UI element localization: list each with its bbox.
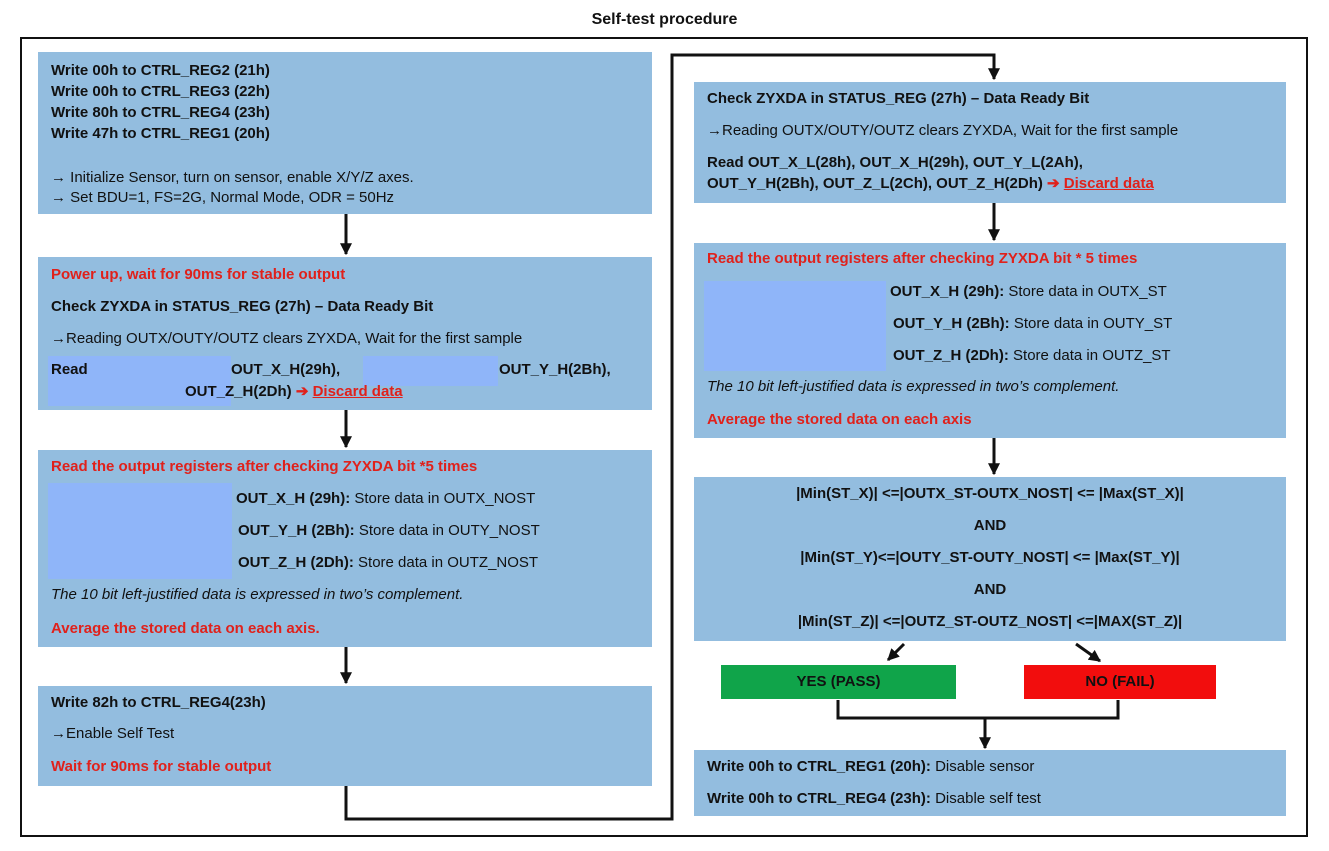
check-zyxda-st: Check ZYXDA in STATUS_REG (27h) – Data R… bbox=[707, 90, 1090, 107]
average-note-st: Average the stored data on each axis bbox=[707, 411, 972, 428]
enable-selftest-note: →Enable Self Test bbox=[51, 725, 175, 742]
st-y-row: OUT_Y_H (2Bh): Store data in OUTY_ST bbox=[893, 315, 1173, 332]
twos-complement-note-st: The 10 bit left-justified data is expres… bbox=[707, 378, 1120, 395]
zyxda-note: →Reading OUTX/OUTY/OUTZ clears ZYXDA, Wa… bbox=[51, 330, 523, 347]
average-note: Average the stored data on each axis. bbox=[51, 620, 320, 637]
st-x-row: OUT_X_H (29h): Store data in OUTX_ST bbox=[890, 283, 1167, 300]
pass-badge: YES (PASS) bbox=[721, 665, 956, 699]
nost-heading: Read the output registers after checking… bbox=[51, 458, 478, 475]
read-out-y-h: OUT_Y_H(2Bh), bbox=[499, 361, 611, 378]
step-disable-box bbox=[694, 750, 1286, 816]
arrow-step4-step5 bbox=[344, 53, 1000, 821]
zyxda-note-st: →Reading OUTX/OUTY/OUTZ clears ZYXDA, Wa… bbox=[707, 122, 1179, 139]
write-82h: Write 82h to CTRL_REG4(23h) bbox=[51, 694, 266, 711]
read-out-z-h: OUT_Z_H(2Dh) bbox=[185, 383, 292, 400]
check-zyxda: Check ZYXDA in STATUS_REG (27h) – Data R… bbox=[51, 298, 434, 315]
read-line-2: OUT_Z_H(2Dh) ➔ Discard data bbox=[185, 383, 403, 401]
and-label: AND bbox=[973, 581, 1007, 598]
step-compare-box bbox=[694, 477, 1286, 641]
wait-90ms: Wait for 90ms for stable output bbox=[51, 758, 272, 775]
condition-x: |Min(ST_X)| <=|OUTX_ST-OUTX_NOST| <= |Ma… bbox=[796, 485, 1184, 502]
step-initialize-box bbox=[38, 52, 652, 214]
merge-line bbox=[836, 700, 1120, 720]
arrow-step7-fail bbox=[1075, 642, 1101, 663]
arrow-step7-pass bbox=[886, 642, 906, 662]
condition-z: |Min(ST_Z)| <=|OUTZ_ST-OUTZ_NOST| <=|MAX… bbox=[797, 613, 1183, 630]
and-label: AND bbox=[973, 517, 1007, 534]
st-z-row: OUT_Z_H (2Dh): Store data in OUTZ_ST bbox=[893, 347, 1171, 364]
init-note: → Initialize Sensor, turn on sensor, ena… bbox=[51, 169, 414, 186]
highlight-block bbox=[363, 356, 498, 386]
powerup-heading: Power up, wait for 90ms for stable outpu… bbox=[51, 266, 346, 283]
disable-selftest-row: Write 00h to CTRL_REG4 (23h): Disable se… bbox=[707, 790, 1041, 807]
nost-z-row: OUT_Z_H (2Dh): Store data in OUTZ_NOST bbox=[238, 554, 539, 571]
twos-complement-note: The 10 bit left-justified data is expres… bbox=[51, 586, 464, 603]
discard-data-label: Discard data bbox=[1063, 175, 1154, 192]
condition-y: |Min(ST_Y)<=|OUTY_ST-OUTY_NOST| <= |Max(… bbox=[800, 549, 1180, 566]
highlight-block bbox=[48, 483, 232, 579]
nost-y-row: OUT_Y_H (2Bh): Store data in OUTY_NOST bbox=[238, 522, 540, 539]
arrow-right-icon: ➔ bbox=[1047, 175, 1060, 192]
page-title: Self-test procedure bbox=[591, 11, 738, 28]
write-ctrl-reg3: Write 00h to CTRL_REG3 (22h) bbox=[51, 83, 270, 100]
disable-sensor-row: Write 00h to CTRL_REG1 (20h): Disable se… bbox=[707, 758, 1035, 775]
settings-note: → Set BDU=1, FS=2G, Normal Mode, ODR = 5… bbox=[51, 189, 395, 206]
highlight-block bbox=[704, 281, 886, 371]
write-ctrl-reg1: Write 47h to CTRL_REG1 (20h) bbox=[51, 125, 270, 142]
discard-data-label: Discard data bbox=[312, 383, 403, 400]
read-out-x-h: OUT_X_H(29h), bbox=[231, 361, 341, 378]
diagram-frame bbox=[20, 37, 1308, 837]
nost-x-row: OUT_X_H (29h): Store data in OUTX_NOST bbox=[236, 490, 536, 507]
highlight-block bbox=[48, 356, 231, 406]
st-heading: Read the output registers after checking… bbox=[707, 250, 1138, 267]
write-ctrl-reg2: Write 00h to CTRL_REG2 (21h) bbox=[51, 62, 270, 79]
read-registers-1: Read OUT_X_L(28h), OUT_X_H(29h), OUT_Y_L… bbox=[707, 154, 1083, 171]
fail-badge: NO (FAIL) bbox=[1024, 665, 1216, 699]
step-enable-selftest-box bbox=[38, 686, 652, 786]
arrow-right-icon: ➔ bbox=[295, 383, 309, 400]
read-registers-2: OUT_Y_H(2Bh), OUT_Z_L(2Ch), OUT_Z_H(2Dh)… bbox=[707, 175, 1154, 192]
write-ctrl-reg4: Write 80h to CTRL_REG4 (23h) bbox=[51, 104, 270, 121]
read-label: Read bbox=[51, 361, 88, 378]
step-check-st-box bbox=[694, 82, 1286, 203]
